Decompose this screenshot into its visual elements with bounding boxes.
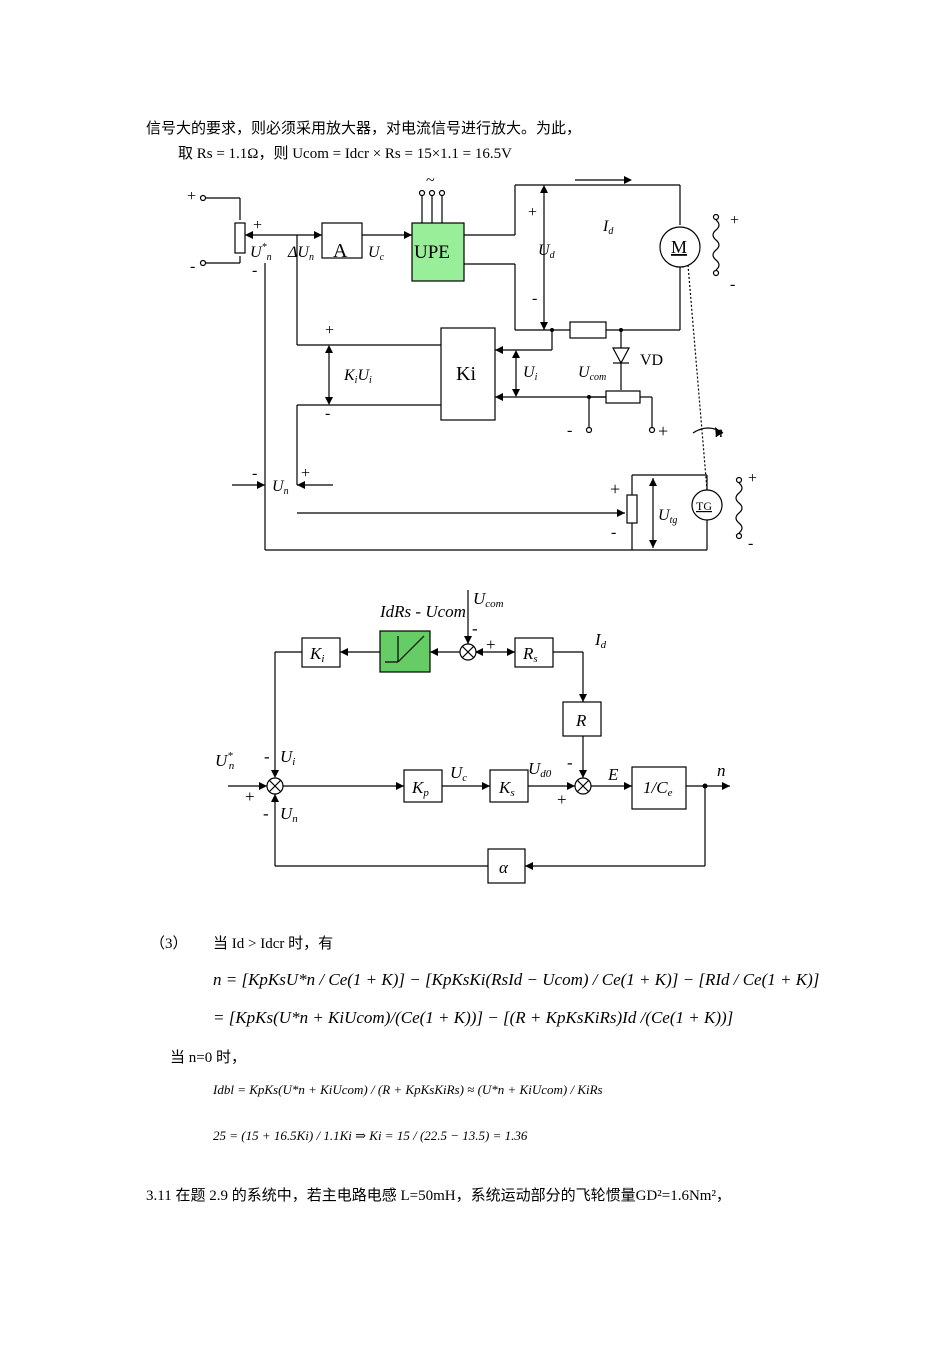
ud-label: Ud: [538, 242, 556, 261]
r-block: R: [575, 711, 587, 730]
alpha-block: α: [499, 858, 509, 877]
utg-label: Utg: [658, 507, 677, 526]
pot-minus: -: [252, 262, 257, 279]
q3-text: 当 Id > Idcr 时，有: [213, 936, 334, 952]
ks-block: Ks: [498, 778, 515, 799]
uc-label: Uc: [368, 244, 385, 263]
ucom-label: Ucom: [578, 364, 606, 383]
block-n-label: n: [717, 761, 726, 780]
q3-label: （3）: [150, 936, 188, 952]
un-minus-sign: -: [263, 804, 269, 823]
block-id-label: Id: [594, 630, 607, 651]
circuit-diagram: + - + - U*n ΔUn A Uc UPE ~ + - Ud Id M +…: [187, 172, 757, 552]
ui-minus-sign: -: [264, 747, 270, 766]
kiui-plus: +: [325, 322, 334, 339]
un-star-label: U*n: [250, 242, 272, 263]
vd-label: VD: [640, 352, 663, 369]
ud-plus: +: [528, 204, 537, 221]
equation-2: = [KpKs(U*n + KiUcom)/(Ce(1 + K))] − [(R…: [213, 1008, 734, 1027]
ucom-minus: -: [567, 422, 572, 439]
n-zero-line: 当 n=0 时，: [170, 1050, 246, 1066]
id-label: Id: [602, 218, 614, 237]
kiui-minus: -: [325, 405, 330, 422]
field-plus: +: [730, 212, 739, 229]
rs-block: Rs: [522, 644, 538, 665]
ac-tilde: ~: [426, 172, 435, 189]
tg-plus: +: [610, 479, 620, 499]
block-diagram: IdRs - Ucom Ucom - + Ki Rs Id R U*n - Ui…: [215, 589, 730, 884]
equation-3: Idbl = KpKs(U*n + KiUcom) / (R + KpKsKiR…: [213, 1082, 603, 1097]
block-uc-label: Uc: [450, 763, 467, 784]
ucom-minus-sign: -: [472, 619, 478, 638]
ui-label: Ui: [523, 364, 538, 383]
question-3-11: 3.11 在题 2.9 的系统中，若主电路电感 L=50mH，系统运动部分的飞轮…: [146, 1188, 731, 1204]
tg-minus: -: [611, 524, 616, 541]
ki-block: Ki: [309, 644, 324, 665]
kiui-label: KiUi: [343, 367, 372, 386]
ce-block: 1/Ce: [643, 778, 673, 799]
supply-plus: +: [187, 188, 196, 205]
ud-minus: -: [532, 290, 537, 307]
tg-label: TG: [696, 499, 712, 513]
un-minus: -: [252, 465, 257, 482]
speed-n-label: n: [715, 424, 723, 441]
motor-label: M: [671, 237, 687, 257]
rs-plus-sign: +: [486, 635, 496, 654]
supply-minus: -: [190, 258, 195, 275]
kp-block: Kp: [411, 778, 429, 799]
equation-1: n = [KpKsU*n / Ce(1 + K)] − [KpKsKi(RsId…: [213, 970, 820, 989]
block-e-label: E: [607, 765, 619, 784]
upe-block: [411, 222, 465, 282]
text-line-2: 取 Rs = 1.1Ω，则 Ucom = Idcr × Rs = 15×1.1 …: [178, 146, 512, 162]
equation-4: 25 = (15 + 16.5Ki) / 1.1Ki ⇒ Ki = 15 / (…: [213, 1128, 528, 1143]
block-un-label: Un: [280, 804, 298, 825]
un-label: Un: [272, 478, 289, 497]
ud0-plus-sign: +: [557, 790, 567, 809]
field-minus: -: [730, 276, 735, 293]
tg-field-plus: +: [748, 470, 757, 487]
ki-block-label: Ki: [456, 363, 476, 385]
delta-un-label: ΔUn: [287, 244, 314, 263]
idrs-ucom-label: IdRs - Ucom: [379, 602, 466, 621]
block-ui-label: Ui: [280, 747, 295, 768]
ucom-plus: +: [658, 421, 668, 441]
tg-field-minus: -: [748, 535, 753, 552]
un-star-plus-sign: +: [245, 787, 255, 806]
un-plus: +: [301, 465, 310, 482]
a-block-label: A: [333, 240, 348, 262]
r-minus-sign: -: [567, 753, 573, 772]
text-line-1: 信号大的要求，则必须采用放大器，对电流信号进行放大。为此，: [146, 121, 582, 137]
pot-plus: +: [253, 217, 262, 234]
block-ucom-label: Ucom: [473, 589, 504, 610]
block-un-star-label: U*n: [215, 750, 235, 772]
upe-label: UPE: [414, 242, 450, 263]
block-ud0-label: Ud0: [528, 759, 552, 780]
